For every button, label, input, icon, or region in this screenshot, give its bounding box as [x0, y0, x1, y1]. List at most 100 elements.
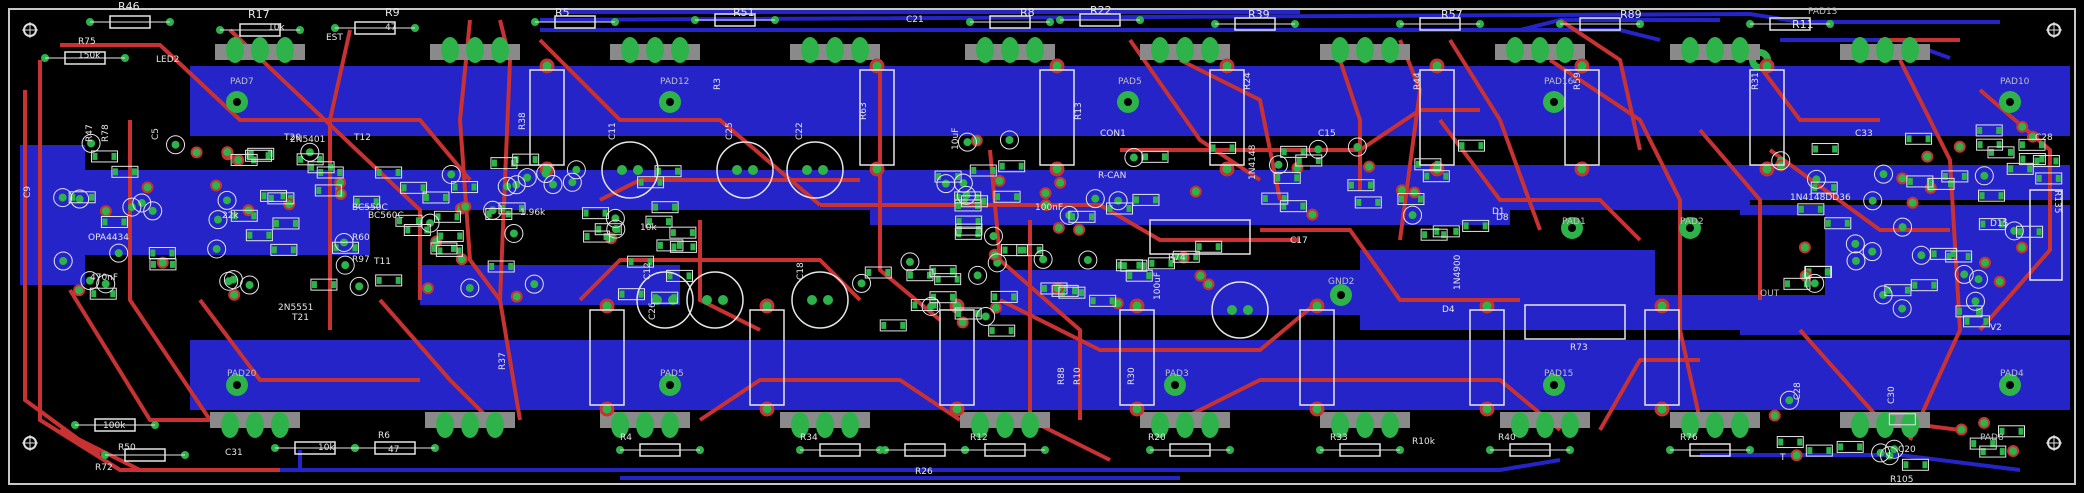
- power-resistor: [1209, 69, 1245, 166]
- power-resistor: [939, 309, 975, 406]
- smd-pad: [667, 272, 673, 280]
- cap-pad: [1785, 396, 1794, 405]
- smd-resistor: [331, 241, 359, 254]
- cap-pad: [1971, 297, 1980, 306]
- smd-resistor: [1962, 315, 1990, 328]
- smd-pad: [1980, 448, 1986, 456]
- smd-pad: [1803, 280, 1809, 288]
- smd-pad: [1925, 135, 1931, 143]
- smd-pad: [1778, 438, 1784, 446]
- cap-pad: [1005, 136, 1014, 145]
- transistor-pin: [461, 412, 479, 438]
- small-capacitor: [999, 130, 1019, 150]
- transistor-pin: [1381, 412, 1399, 438]
- smd-pad: [584, 233, 590, 241]
- top-trace: [1438, 118, 1642, 242]
- smd-pad: [619, 290, 625, 298]
- smd-pad: [671, 294, 677, 302]
- cap-pad: [1898, 304, 1907, 313]
- via: [1189, 185, 1202, 198]
- cap-pad: [633, 165, 643, 175]
- smd-pad: [1417, 195, 1423, 203]
- smd-resistor: [1279, 200, 1307, 213]
- axial-resistor: [989, 15, 1031, 29]
- top-trace: [228, 28, 422, 300]
- via: [2015, 241, 2028, 254]
- component-label: C31: [225, 448, 243, 458]
- via: [1993, 275, 2006, 288]
- small-capacitor: [921, 296, 941, 316]
- pad-drill: [1568, 224, 1576, 232]
- small-capacitor: [936, 174, 956, 194]
- smd-pad: [1356, 198, 1362, 206]
- small-capacitor: [976, 306, 996, 326]
- smd-pad: [975, 226, 981, 234]
- smd-resistor: [998, 160, 1026, 173]
- transistor-pin: [1681, 37, 1699, 63]
- small-capacitor: [460, 278, 480, 298]
- smd-pad: [91, 290, 97, 298]
- smd-pad: [995, 193, 1001, 201]
- smd-pad: [1482, 222, 1488, 230]
- smd-pad: [690, 243, 696, 251]
- smd-resistor: [2018, 153, 2046, 166]
- smd-pad: [1021, 246, 1027, 254]
- smd-pad: [510, 159, 516, 167]
- smd-pad: [638, 290, 644, 298]
- transistor-pin: [1561, 412, 1579, 438]
- smd-pad: [954, 275, 960, 283]
- cap-pad: [541, 169, 550, 178]
- small-capacitor: [517, 168, 537, 188]
- component-label: R97: [352, 255, 370, 265]
- smd-pad: [1072, 287, 1078, 295]
- top-trace: [1978, 88, 2052, 332]
- cap-pad: [1851, 239, 1860, 248]
- smd-pad: [1078, 289, 1084, 297]
- smd-pad: [1798, 205, 1804, 213]
- transistor-pin: [1531, 37, 1549, 63]
- mounting-hole-top-left: [22, 22, 38, 38]
- smd-pad: [689, 229, 695, 237]
- cap-pad: [114, 249, 123, 258]
- smd-pad: [265, 152, 271, 160]
- component-label: T11: [373, 257, 391, 267]
- component-label: R60: [352, 233, 370, 243]
- top-trace: [698, 378, 962, 422]
- smd-resistor: [1811, 143, 1839, 156]
- smd-pad: [352, 244, 358, 252]
- top-trace: [1120, 108, 1480, 152]
- resistor-pad: [1049, 58, 1065, 74]
- via: [334, 176, 347, 189]
- smd-pad: [602, 209, 608, 217]
- small-capacitor: [132, 193, 152, 213]
- resistor-pad: [1129, 298, 1145, 314]
- cap-pad: [465, 284, 474, 293]
- smd-pad: [1999, 427, 2005, 435]
- via: [1363, 160, 1376, 173]
- smd-resistor: [1273, 171, 1301, 184]
- power-resistor: [1644, 309, 1680, 406]
- smd-resistor: [375, 166, 403, 179]
- small-capacitor: [1805, 273, 1825, 293]
- small-capacitor: [543, 174, 563, 194]
- cap-pad: [355, 282, 364, 291]
- smd-pad: [1441, 231, 1447, 239]
- small-capacitor: [1059, 205, 1079, 225]
- smd-resistor: [583, 230, 611, 243]
- transistor-pin: [1001, 37, 1019, 63]
- component-label: T20: [283, 133, 301, 143]
- resistor-pad: [759, 298, 775, 314]
- smd-resistor: [245, 149, 273, 162]
- smd-resistor: [988, 324, 1016, 337]
- transistor-pin: [1331, 412, 1349, 438]
- smd-pad: [1825, 268, 1831, 276]
- component-label: R34: [800, 433, 818, 443]
- smd-pad: [251, 212, 257, 220]
- smd-pad: [1367, 181, 1373, 189]
- small-capacitor: [1347, 137, 1367, 157]
- electrolytic-capacitor: [601, 141, 659, 199]
- small-capacitor: [1862, 242, 1882, 262]
- component-label: C28: [1793, 382, 1803, 400]
- cap-pad: [963, 138, 972, 147]
